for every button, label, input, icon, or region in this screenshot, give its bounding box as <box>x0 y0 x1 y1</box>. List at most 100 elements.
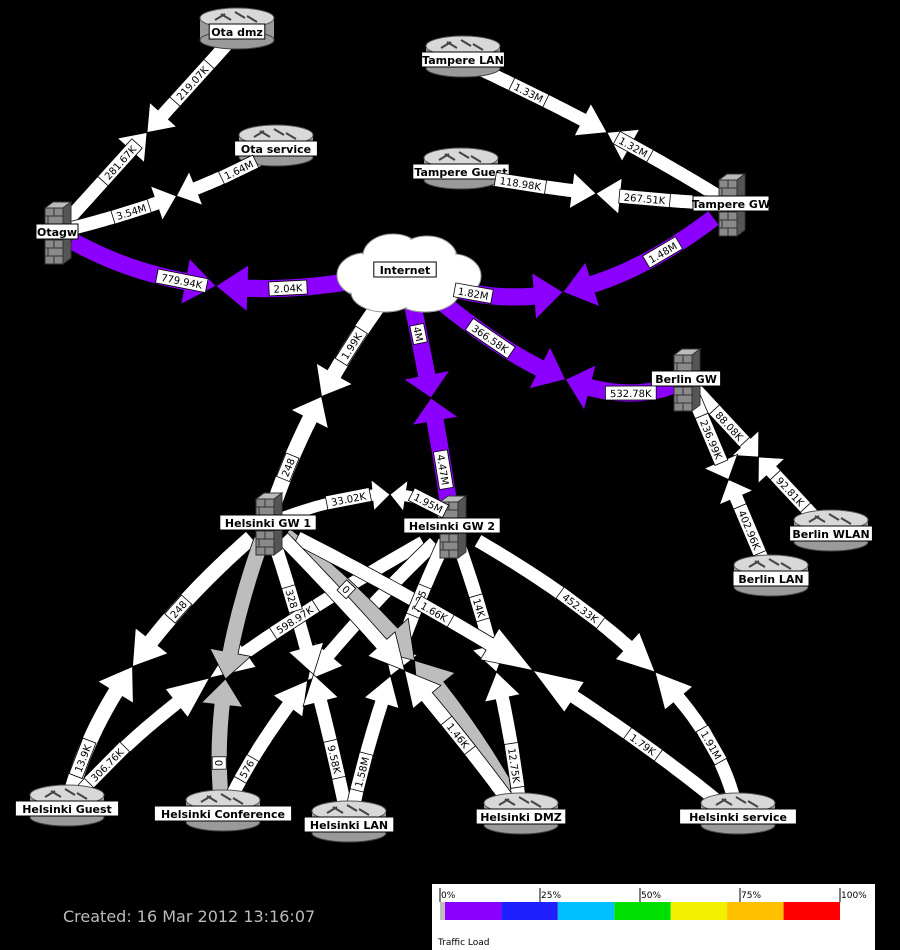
legend-tick-label: 25% <box>541 891 561 901</box>
link-label-text: 14K <box>470 597 486 619</box>
link-label-box <box>618 188 671 209</box>
traffic-load-legend: 0%25%50%75%100% Traffic Load <box>432 884 875 950</box>
link-label-box <box>334 325 368 367</box>
node-label-box <box>732 570 810 587</box>
node-label-box <box>789 525 873 542</box>
node-otaservice[interactable]: Ota service <box>234 124 318 167</box>
node-label: Tampere Guest <box>414 166 507 179</box>
link-label-box <box>336 579 357 600</box>
link-label-box <box>493 171 548 195</box>
link-label-box <box>642 236 684 269</box>
link-arrow-out[interactable] <box>562 210 720 308</box>
link-berlingw-berlinwlan[interactable] <box>687 381 830 533</box>
node-label: Helsinki Guest <box>22 803 112 816</box>
node-label: Berlin LAN <box>738 573 803 586</box>
node-label: Internet <box>380 264 431 277</box>
node-label: Ota dmz <box>211 26 263 39</box>
link-label-box <box>555 586 606 630</box>
node-tampereguest[interactable]: Tampere Guest <box>412 147 510 190</box>
link-arrow-out[interactable] <box>209 536 271 680</box>
link-label-box <box>323 738 347 780</box>
link-label-box <box>694 412 729 466</box>
node-otadmz[interactable]: Ota dmz <box>199 7 275 50</box>
node-hguest[interactable]: Helsinki Guest <box>14 784 120 827</box>
link-label-box <box>83 741 131 789</box>
legend-band <box>501 902 558 920</box>
link-label-text: 281.67K <box>103 144 139 183</box>
legend-tick-label: 0% <box>441 891 456 901</box>
link-label-in: 118.98K <box>493 171 548 195</box>
node-label: Tampere GW <box>692 198 770 211</box>
link-label-in: 532.78K <box>604 385 657 401</box>
node-internet[interactable]: Internet <box>336 233 482 313</box>
link-label-box <box>440 715 477 756</box>
legend-band <box>445 902 502 920</box>
legend-band <box>727 902 784 920</box>
link-label-box <box>233 753 260 784</box>
node-label-box <box>208 23 266 40</box>
node-tamperegw[interactable]: Tampere GW <box>692 173 770 237</box>
node-hconf[interactable]: Helsinki Conference <box>153 789 293 832</box>
legend-tick-label: 50% <box>641 891 661 901</box>
link-label-in: 1.79K <box>622 726 664 762</box>
link-label-out: 4M <box>409 322 428 346</box>
node-label: Otagw <box>37 226 77 239</box>
link-label-box <box>604 385 657 401</box>
node-label-box <box>650 370 722 387</box>
link-label-box <box>708 404 751 448</box>
link-label-text: 532.78K <box>610 389 652 400</box>
link-label-in: 1.33M <box>508 77 550 108</box>
link-arrow-in[interactable] <box>200 678 244 804</box>
created-timestamp: Created: 16 Mar 2012 13:16:07 <box>63 907 315 926</box>
link-label-box <box>217 154 260 185</box>
legend-band-unused <box>440 902 445 920</box>
link-hgw1-hconf[interactable] <box>200 536 271 804</box>
link-label-in: 402.96K <box>732 503 767 557</box>
link-arrow-out[interactable] <box>66 232 217 306</box>
link-label-box <box>622 726 664 762</box>
link-arrow-in[interactable] <box>263 395 329 514</box>
link-label-out: 33.02K <box>324 487 372 511</box>
link-label-text: 12.75K <box>505 747 521 784</box>
link-label-box <box>155 268 209 294</box>
legend-ticks: 0%25%50%75%100% <box>439 888 867 902</box>
node-berlingw[interactable]: Berlin GW <box>650 348 722 412</box>
node-otagw[interactable]: Otagw <box>35 201 79 265</box>
link-label-box <box>407 487 450 519</box>
link-label-box <box>432 449 454 491</box>
link-label-out: 3.54M <box>110 198 152 225</box>
link-label-in: 9.58K <box>323 738 347 780</box>
node-label: Berlin WLAN <box>792 528 869 541</box>
link-arrow-in[interactable] <box>344 675 400 813</box>
link-label-box <box>276 452 300 483</box>
link-label-box <box>110 198 152 225</box>
link-label-text: 267.51K <box>623 193 666 208</box>
node-hgw1[interactable]: Helsinki GW 1 <box>219 492 317 556</box>
link-label-in: 1.58M <box>349 751 374 793</box>
node-hgw2[interactable]: Helsinki GW 2 <box>403 495 501 559</box>
node-label: Helsinki LAN <box>310 819 388 832</box>
node-hdmz[interactable]: Helsinki DMZ <box>475 792 567 835</box>
node-label-box <box>234 140 318 157</box>
node-hservice[interactable]: Helsinki service <box>679 792 797 835</box>
node-hlan[interactable]: Helsinki LAN <box>303 800 395 843</box>
node-label-box <box>373 261 437 278</box>
node-label-box <box>14 800 120 817</box>
node-label: Berlin GW <box>655 373 717 386</box>
legend-band <box>557 902 615 920</box>
node-tamperelan[interactable]: Tampere LAN <box>421 35 505 78</box>
link-arrow-out[interactable] <box>132 530 258 668</box>
node-label-box <box>303 816 395 833</box>
node-label: Helsinki Conference <box>161 808 285 821</box>
link-label-box <box>349 751 374 793</box>
link-label-box <box>769 469 812 513</box>
link-label-box <box>164 594 193 624</box>
link-label-out: 14K <box>468 593 491 623</box>
node-berlinwlan[interactable]: Berlin WLAN <box>789 509 873 552</box>
link-label-box <box>281 584 303 614</box>
link-arrow-in[interactable] <box>654 671 743 806</box>
node-berlinlan[interactable]: Berlin LAN <box>732 554 810 597</box>
link-label-box <box>409 322 428 346</box>
link-arrow-out[interactable] <box>276 532 406 672</box>
